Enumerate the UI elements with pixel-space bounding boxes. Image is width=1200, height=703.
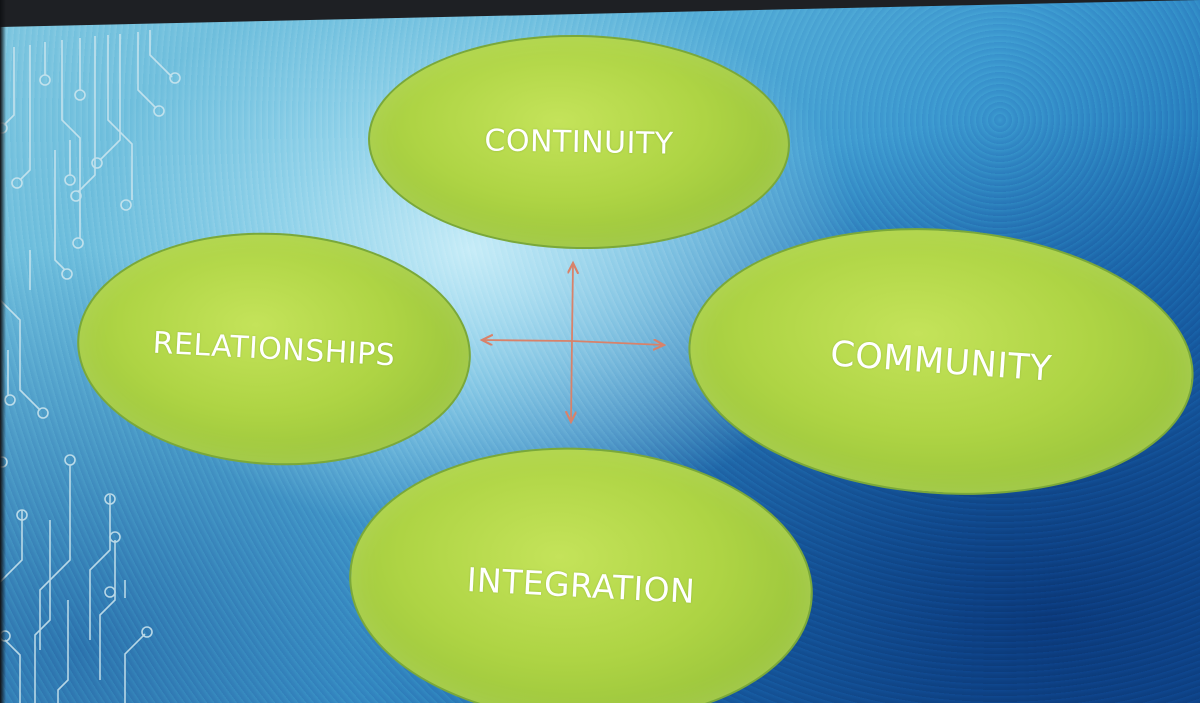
arrow-left xyxy=(482,340,573,341)
circuit-board-decoration xyxy=(0,30,181,703)
relationships-label: RELATIONSHIPS xyxy=(151,325,397,373)
arrow-up xyxy=(572,263,573,341)
monitor-edge xyxy=(0,0,6,703)
continuity-label: CONTINUITY xyxy=(484,122,674,162)
arrow-right xyxy=(571,341,664,345)
arrow-down xyxy=(571,339,572,422)
community-label: COMMUNITY xyxy=(828,333,1053,390)
integration-label: INTEGRATION xyxy=(465,559,697,611)
